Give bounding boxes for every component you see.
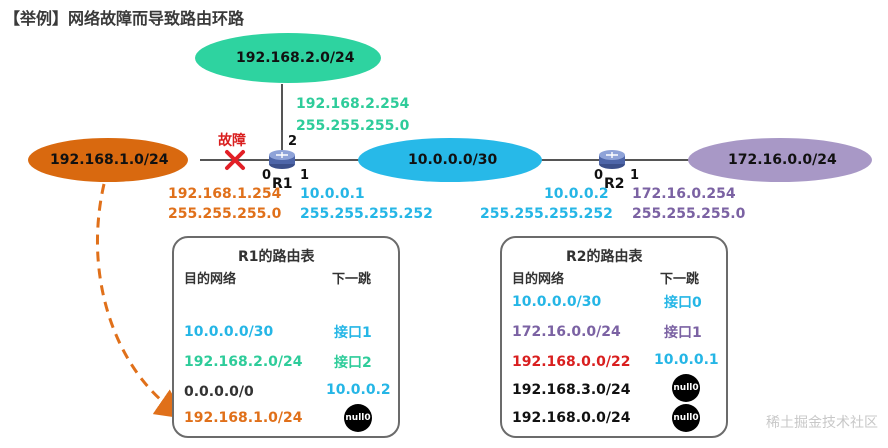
r2-if0-ip: 10.0.0.2	[544, 186, 609, 202]
r2-row-2-dest: 172.16.0.0/24	[512, 324, 621, 340]
r2-routing-table: R2的路由表 目的网络 下一跳 10.0.0.0/30 接口0 172.16.0…	[500, 236, 728, 438]
network-top-ellipse	[195, 33, 381, 83]
network-middle-ellipse	[358, 138, 542, 182]
fault-label: 故障	[218, 133, 246, 149]
network-middle-label: 10.0.0.0/30	[408, 152, 498, 168]
page-title: 【举例】网络故障而导致路由环路	[4, 9, 245, 28]
r1-if0-mask: 255.255.255.0	[168, 206, 282, 222]
r1-if1-mask: 255.255.255.252	[300, 206, 433, 222]
r1-row-3-dest: 0.0.0.0/0	[184, 384, 254, 400]
router-r2-icon	[599, 150, 625, 169]
r1-port0-label: 0	[262, 168, 272, 183]
r2-table-col-next: 下一跳	[660, 272, 700, 287]
watermark: 稀土掘金技术社区	[766, 415, 878, 431]
r2-row-1-next: 接口0	[664, 295, 702, 311]
router-r1-icon	[269, 150, 295, 169]
r1-if2-ip: 192.168.2.254	[296, 96, 410, 112]
r2-row-5-dest: 192.168.0.0/24	[512, 410, 631, 426]
r1-row-1-dest: 10.0.0.0/30	[184, 324, 274, 340]
r1-if0-ip: 192.168.1.254	[168, 186, 282, 202]
r2-row-2-next: 接口1	[664, 325, 702, 341]
r1-row-2-next: 接口2	[334, 355, 372, 371]
r1-if2-mask: 255.255.255.0	[296, 118, 410, 134]
r2-port1-label: 1	[630, 168, 640, 183]
r1-row-2-dest: 192.168.2.0/24	[184, 354, 303, 370]
r1-routing-table: R1的路由表 目的网络 下一跳 10.0.0.0/30 接口1 192.168.…	[172, 236, 400, 438]
r2-row-4-dest: 192.168.3.0/24	[512, 382, 631, 398]
r2-name-label: R2	[604, 176, 625, 192]
r2-if1-ip: 172.16.0.254	[632, 186, 736, 202]
r1-table-col-next: 下一跳	[332, 272, 372, 287]
r1-row-3-next: 10.0.0.2	[326, 382, 391, 398]
r1-row-4-dest: 192.168.1.0/24	[184, 410, 303, 426]
r2-table-col-dest: 目的网络	[512, 272, 565, 287]
r1-if1-ip: 10.0.0.1	[300, 186, 365, 202]
r2-row-4-null-badge: null0	[672, 374, 700, 402]
r1-port1-label: 1	[300, 168, 310, 183]
network-top-label: 192.168.2.0/24	[236, 50, 355, 66]
fault-cross-icon	[225, 150, 245, 170]
r1-row-1-next: 接口1	[334, 325, 372, 341]
r2-if0-mask: 255.255.255.252	[480, 206, 613, 222]
network-right-ellipse	[688, 138, 872, 182]
r1-port2-label: 2	[288, 134, 298, 149]
r2-row-3-dest: 192.168.0.0/22	[512, 354, 631, 370]
r2-row-5-null-badge: null0	[672, 404, 700, 432]
r1-table-title: R1的路由表	[238, 249, 315, 265]
r2-table-title: R2的路由表	[566, 249, 643, 265]
routing-loop-arrow	[96, 183, 186, 419]
r2-if1-mask: 255.255.255.0	[632, 206, 746, 222]
network-left-ellipse	[28, 138, 188, 182]
network-right-label: 172.16.0.0/24	[728, 152, 837, 168]
r1-row-4-null-badge: null0	[344, 404, 372, 432]
r1-name-label: R1	[272, 176, 293, 192]
r2-port0-label: 0	[594, 168, 604, 183]
network-left-label: 192.168.1.0/24	[50, 152, 169, 168]
r1-table-col-dest: 目的网络	[184, 272, 237, 287]
r2-row-3-next: 10.0.0.1	[654, 352, 719, 368]
r2-row-1-dest: 10.0.0.0/30	[512, 294, 602, 310]
